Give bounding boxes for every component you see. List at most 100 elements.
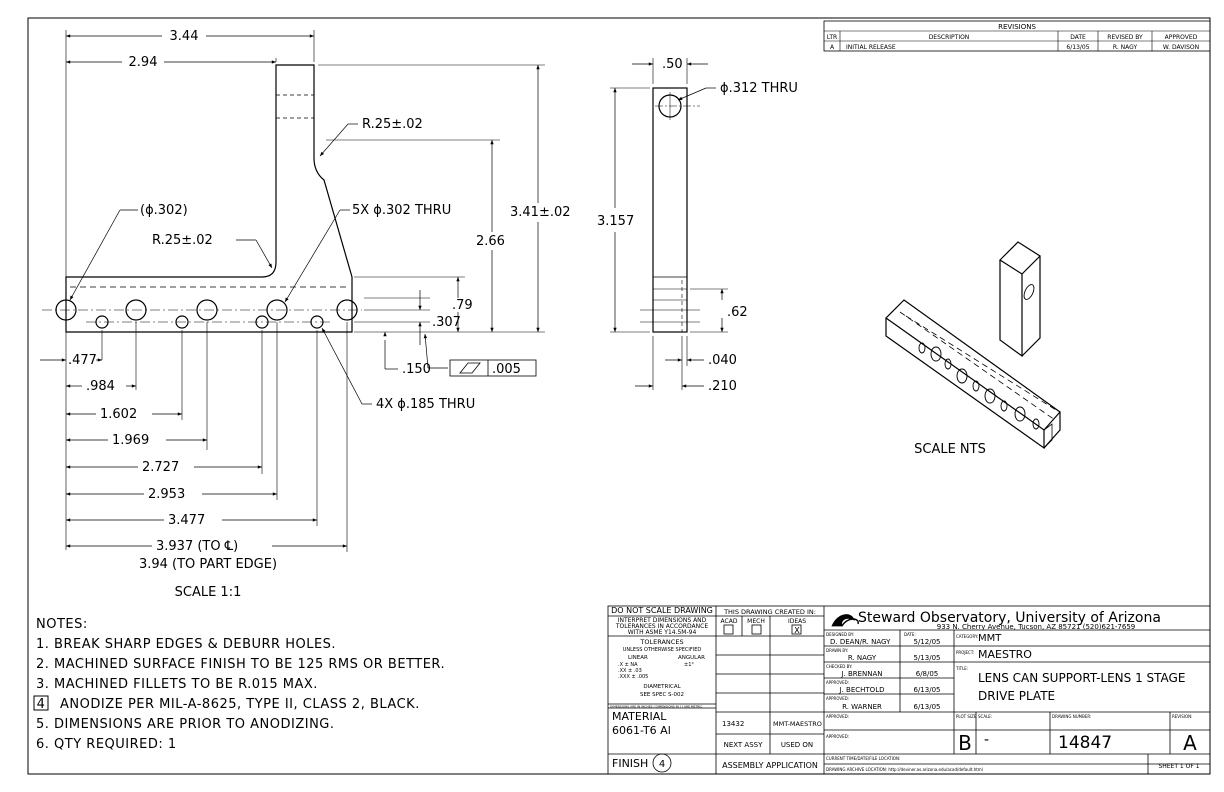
dim-3-157: 3.157 xyxy=(597,214,634,229)
dim-307: .307 xyxy=(432,315,461,330)
revisions-title: REVISIONS xyxy=(998,23,1036,31)
note-5: 5. DIMENSIONS ARE PRIOR TO ANODIZING. xyxy=(36,717,335,732)
dim-3-44: 3.44 xyxy=(170,29,199,44)
note-3: 3. MACHINED FILLETS TO BE R.015 MAX. xyxy=(36,677,318,692)
front-view-dims: 3.44 2.94 R.25±.02 (ϕ.302) R.25±.02 5X ϕ… xyxy=(68,29,571,600)
ideas-label: IDEAS xyxy=(788,618,806,625)
approved-by-2: R. WARNER xyxy=(842,703,882,711)
dim-r25-top: R.25±.02 xyxy=(362,117,423,132)
designed-date: 5/12/05 xyxy=(914,638,941,646)
tol-xxx: .XXX ± .005 xyxy=(618,674,648,680)
approved-label-4: APPROVED: xyxy=(826,734,849,739)
tolerances-title: TOLERANCES xyxy=(639,638,683,646)
tol-xx: .XX ± .03 xyxy=(618,668,642,674)
material-value: 6061-T6 Al xyxy=(612,724,671,737)
front-view-scale: SCALE 1:1 xyxy=(175,585,242,600)
note-2: 2. MACHINED SURFACE FINISH TO BE 125 RMS… xyxy=(36,657,445,672)
tol-angular: ANGULAR xyxy=(678,655,705,661)
created-in: THIS DRAWING CREATED IN: xyxy=(723,608,816,616)
note-4-flag xyxy=(33,695,49,711)
side-view xyxy=(610,58,728,390)
dim-1-602: 1.602 xyxy=(100,407,137,422)
acad-label: ACAD xyxy=(721,618,738,625)
revision-value: A xyxy=(1183,731,1197,755)
dim-150: .150 xyxy=(402,362,431,377)
finish-label: FINISH xyxy=(612,757,648,770)
drawn-by: R. NAGY xyxy=(848,654,877,662)
dim-3-937: 3.937 (TO ℄) xyxy=(156,539,238,554)
finish-flag: 4 xyxy=(659,759,665,770)
dim-1-969: 1.969 xyxy=(112,433,149,448)
archive-location: DRAWING ARCHIVE LOCATION: http://deviner… xyxy=(826,767,983,772)
note-4-flag-number: 4 xyxy=(37,697,46,712)
approved-by-1: J. BECHTOLD xyxy=(839,686,885,694)
side-view-dims: .50 ϕ.312 THRU 3.157 .62 .040 .210 xyxy=(597,57,798,394)
rev-header-revised-by: REVISED BY xyxy=(1107,34,1143,41)
diametrical: DIAMETRICAL xyxy=(643,684,681,690)
notes-title: NOTES: xyxy=(36,617,88,632)
organization-name: Steward Observatory, University of Arizo… xyxy=(858,610,1161,626)
isometric-view xyxy=(885,241,1061,450)
title-label: TITLE: xyxy=(955,666,968,671)
units-fine-print: DIMENSIONS ARE IN INCHES / DIMENSIONS IN… xyxy=(610,705,702,709)
plot-size-value: B xyxy=(958,731,972,755)
tol-angle: ±1° xyxy=(684,662,694,668)
revisions-block: REVISIONS LTR DESCRIPTION DATE REVISED B… xyxy=(823,20,1211,52)
drawn-by-label: DRAWN BY: xyxy=(826,648,848,653)
scale-value: - xyxy=(984,732,989,748)
date-label: DATE: xyxy=(904,632,916,637)
used-on-label: USED ON xyxy=(781,741,813,749)
rev-row-approved: W. DAVISON xyxy=(1163,44,1199,51)
rev-row-date: 6/13/05 xyxy=(1066,44,1089,51)
assembly-application: ASSEMBLY APPLICATION xyxy=(722,761,818,770)
material-label: MATERIAL xyxy=(612,710,667,723)
checked-by: J. BRENNAN xyxy=(840,670,882,678)
spec: SEE SPEC S-002 xyxy=(640,692,684,698)
ideas-checkmark: X xyxy=(794,626,800,635)
title-block-text: DO NOT SCALE DRAWING INTERPRET DIMENSION… xyxy=(610,606,1200,772)
drawing-number: 14847 xyxy=(1058,733,1112,753)
side-outline xyxy=(652,87,688,333)
title-line-1: LENS CAN SUPPORT-LENS 1 STAGE xyxy=(978,671,1185,685)
dim-3-41: 3.41±.02 xyxy=(510,205,571,220)
next-assy-value: 13432 xyxy=(722,720,744,728)
rev-header-ltr: LTR xyxy=(827,34,837,41)
observatory-logo-icon xyxy=(831,614,855,627)
category-label: CATEGORY: xyxy=(956,634,978,639)
next-assy-label: NEXT ASSY xyxy=(724,741,764,749)
approved-date-2: 6/13/05 xyxy=(914,703,941,711)
dim-5x-holes: 5X ϕ.302 THRU xyxy=(352,203,451,218)
dim-3-94: 3.94 (TO PART EDGE) xyxy=(139,557,277,572)
dim-3-477: 3.477 xyxy=(168,513,205,528)
dim-62: .62 xyxy=(727,305,748,320)
designed-by-label: DESIGNED BY: xyxy=(826,632,854,637)
sheet-number: SHEET 1 OF 1 xyxy=(1158,763,1199,770)
interpret-line-3: WITH ASME Y14.5M-94 xyxy=(628,629,697,636)
project-label: PROJECT: xyxy=(956,650,974,655)
mech-label: MECH xyxy=(747,618,765,625)
revision-label: REVISION: xyxy=(1172,714,1192,719)
dim-phi302-ref: (ϕ.302) xyxy=(140,203,188,218)
category-value: MMT xyxy=(978,633,1002,644)
note-1: 1. BREAK SHARP EDGES & DEBURR HOLES. xyxy=(36,637,336,652)
checked-date: 6/8/05 xyxy=(916,670,939,678)
current-time-label: CURRENT TIME/DATE/FILE LOCATION: xyxy=(826,756,900,761)
rev-row-ltr: A xyxy=(830,44,835,51)
approved-label-2: APPROVED: xyxy=(826,696,849,701)
interpret-line-2: TOLERANCES IN ACCORDANCE xyxy=(615,623,708,630)
dim-79: .79 xyxy=(452,298,473,313)
title-line-2: DRIVE PLATE xyxy=(978,689,1055,703)
tolerances-sub: UNLESS OTHERWISE SPECIFIED xyxy=(623,647,702,653)
dim-2-94: 2.94 xyxy=(129,55,158,70)
dim-side-hole: ϕ.312 THRU xyxy=(720,81,798,96)
flatness-frame xyxy=(449,359,537,377)
iso-view-scale: SCALE NTS xyxy=(914,442,986,457)
note-4: ANODIZE PER MIL-A-8625, TYPE II, CLASS 2… xyxy=(60,697,420,712)
drawing-number-label: DRAWING NUMBER: xyxy=(1052,714,1091,719)
scale-label: SCALE: xyxy=(978,714,992,719)
tol-linear: LINEAR xyxy=(628,655,648,661)
checked-by-label: CHECKED BY: xyxy=(826,664,852,669)
rev-row-revised-by: R. NAGY xyxy=(1113,44,1138,51)
approved-label-1: APPROVED: xyxy=(826,680,849,685)
